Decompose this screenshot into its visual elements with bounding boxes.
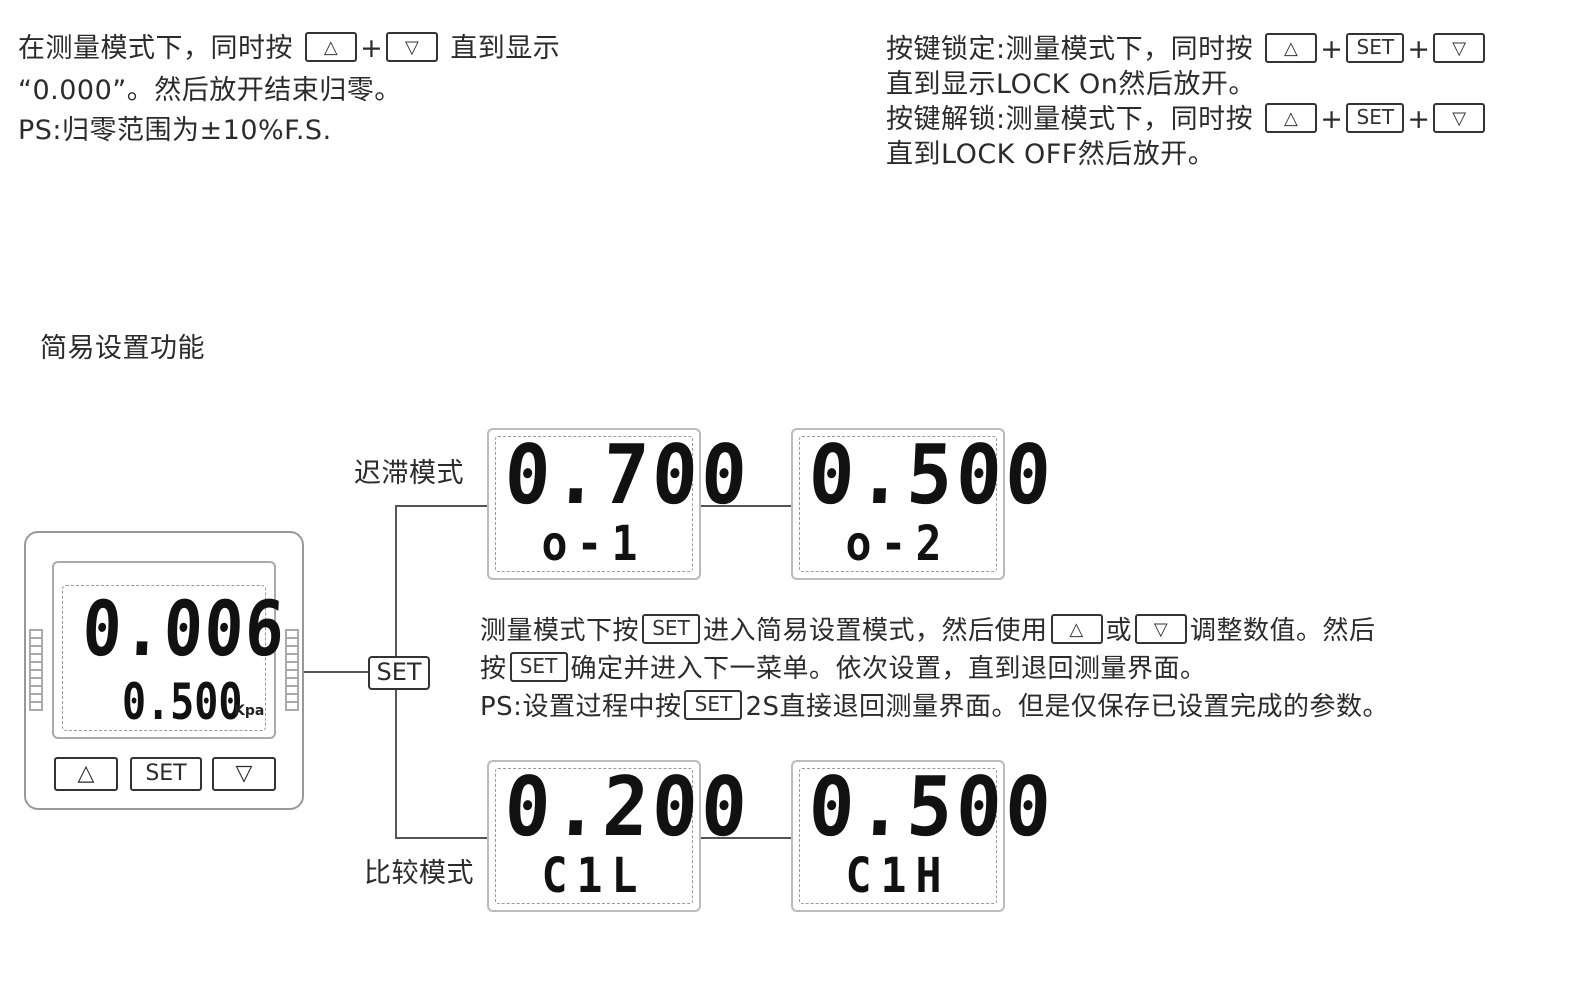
up-key-icon: △ [1265,32,1318,63]
lock-off-line-1: 按键解锁:测量模式下，同时按 △+SET+▽ [886,102,1488,137]
lcd-o1-label: o-1 [541,516,647,572]
connector-to-c1l [395,837,487,839]
zero-line-2: “0.000”。然后放开结束归零。 [18,75,402,106]
down-key-icon: ▽ [1433,32,1486,63]
lock-on-line-1: 按键锁定:测量模式下，同时按 △+SET+▽ [886,32,1488,67]
connector-o1-o2 [700,505,792,507]
lcd-c1h-value: 0.500 [806,760,1057,855]
lcd-o2: 0.500 o-2 [791,428,1057,580]
down-key-icon: ▽ [386,31,439,62]
device-illustration: 0.006 0.500 Kpa △ SET ▽ [24,531,304,810]
lcd-c1l-label: C1L [541,848,647,904]
down-key-icon: ▽ [1135,613,1188,644]
set-key-icon: SET [1346,102,1405,133]
device-up-button[interactable]: △ [54,757,118,791]
connector-c1l-c1h [700,837,792,839]
connector-device-set [304,671,368,673]
up-key-icon: △ [1265,102,1318,133]
down-key-icon: ▽ [1433,102,1486,133]
lcd-c1h: 0.500 C1H [791,760,1057,912]
lcd-c1l: 0.200 C1L [487,760,753,912]
zero-line-3: PS:归零范围为±10%F.S. [18,115,332,146]
zero-line-1: 在测量模式下，同时按 △+▽ 直到显示 [18,31,561,64]
connector-to-o1 [395,505,487,507]
set-key-icon: SET [642,613,701,644]
lcd-o2-value: 0.500 [806,428,1057,523]
lcd-c1l-value: 0.200 [502,760,753,855]
lock-off-line-2: 直到LOCK OFF然后放开。 [886,139,1216,170]
lcd-c1h-label: C1H [845,848,951,904]
section-title: 简易设置功能 [40,333,205,364]
lcd-o1: 0.700 o-1 [487,428,753,580]
device-screen: 0.006 0.500 Kpa [52,561,288,739]
set-key-icon: SET [684,689,743,720]
device-right-indicator [285,629,299,711]
lcd-o1-value: 0.700 [502,428,753,523]
device-main-value: 0.006 [80,584,288,673]
zero-instructions: 在测量模式下，同时按 △+▽ 直到显示 “0.000”。然后放开结束归零。 PS… [18,30,560,150]
set-key-icon: SET [1346,32,1405,63]
up-key-icon: △ [1050,613,1103,644]
device-unit: Kpa [234,703,265,719]
up-key-icon: △ [305,31,358,62]
lcd-o2-label: o-2 [845,516,951,572]
set-key-icon: SET [368,656,430,690]
hysteresis-mode-label: 迟滞模式 [354,458,464,489]
lock-instructions: 按键锁定:测量模式下，同时按 △+SET+▽ 直到显示LOCK On然后放开。 … [886,32,1488,172]
lock-on-line-2: 直到显示LOCK On然后放开。 [886,69,1256,100]
set-key-icon: SET [509,651,568,682]
device-left-indicator [29,629,43,711]
device-down-button[interactable]: ▽ [212,757,276,791]
device-set-button[interactable]: SET [130,757,202,791]
device-sub-value: 0.500 [122,673,243,731]
compare-mode-label: 比较模式 [364,858,474,889]
